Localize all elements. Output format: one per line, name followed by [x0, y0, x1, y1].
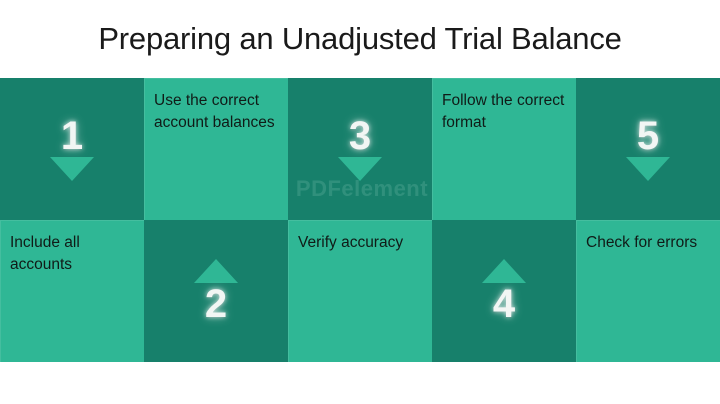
step-marker-2: 2	[144, 220, 288, 362]
step-marker-5: 5	[576, 78, 720, 220]
step-label-check-for-errors: Check for errors	[586, 234, 698, 251]
step-marker-1: 1	[0, 78, 144, 220]
step-marker-3: 3	[288, 78, 432, 220]
process-step-grid: 1 Use the correct account balances 3 Fol…	[0, 78, 720, 362]
arrow-down-icon	[50, 157, 94, 181]
step-cell-3[interactable]: 3	[288, 78, 432, 220]
step-number-5: 5	[636, 114, 660, 158]
arrow-down-icon	[626, 157, 670, 181]
step-cell-5[interactable]: 5	[576, 78, 720, 220]
step-cell-6[interactable]: Include all accounts	[0, 220, 144, 362]
step-number-4: 4	[492, 282, 516, 326]
step-marker-4: 4	[432, 220, 576, 362]
step-label-include-all-accounts: Include all accounts	[10, 234, 80, 273]
step-number-1: 1	[60, 114, 84, 158]
step-cell-7[interactable]: 2	[144, 220, 288, 362]
step-number-3: 3	[348, 114, 372, 158]
step-cell-1[interactable]: 1	[0, 78, 144, 220]
step-cell-8[interactable]: Verify accuracy	[288, 220, 432, 362]
step-label-verify-accuracy: Verify accuracy	[298, 234, 404, 251]
step-label-follow-correct-format: Follow the correct format	[442, 92, 565, 131]
step-cell-9[interactable]: 4	[432, 220, 576, 362]
page-title: Preparing an Unadjusted Trial Balance	[98, 21, 622, 56]
arrow-down-icon	[338, 157, 382, 181]
step-cell-4[interactable]: Follow the correct format	[432, 78, 576, 220]
arrow-up-icon	[194, 259, 238, 283]
step-number-2: 2	[204, 282, 228, 326]
step-cell-10[interactable]: Check for errors	[576, 220, 720, 362]
arrow-up-icon	[482, 259, 526, 283]
step-cell-2[interactable]: Use the correct account balances	[144, 78, 288, 220]
step-label-use-correct-account-balances: Use the correct account balances	[154, 92, 275, 131]
